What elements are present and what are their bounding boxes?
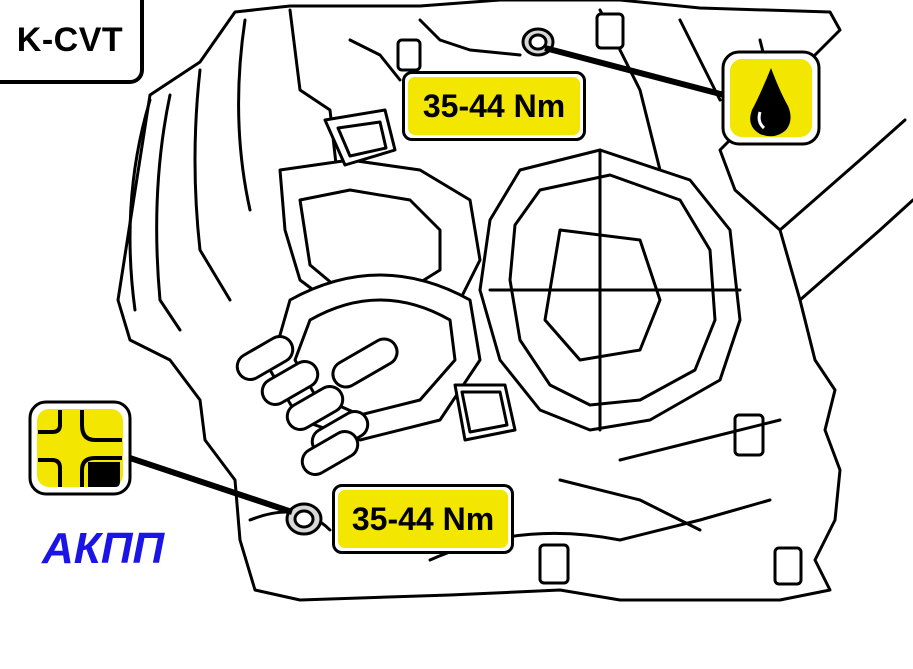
transmission-type-label: АКПП	[42, 524, 165, 573]
fill-bolt-top	[521, 27, 555, 57]
leader-lines	[123, 45, 729, 515]
level-bolt-bottom	[285, 502, 323, 536]
leader-line-top	[544, 45, 729, 99]
oil-drop-icon	[721, 50, 821, 146]
torque-value-bottom: 35-44 Nm	[338, 490, 508, 548]
model-label: K-CVT	[0, 0, 144, 84]
transmission-line-art	[116, 0, 913, 602]
leader-line-bottom	[123, 453, 293, 515]
torque-value-top: 35-44 Nm	[408, 77, 580, 135]
torque-callout-bottom: 35-44 Nm	[332, 484, 514, 554]
fluid-level-icon	[28, 400, 132, 496]
torque-callout-top: 35-44 Nm	[402, 71, 586, 141]
